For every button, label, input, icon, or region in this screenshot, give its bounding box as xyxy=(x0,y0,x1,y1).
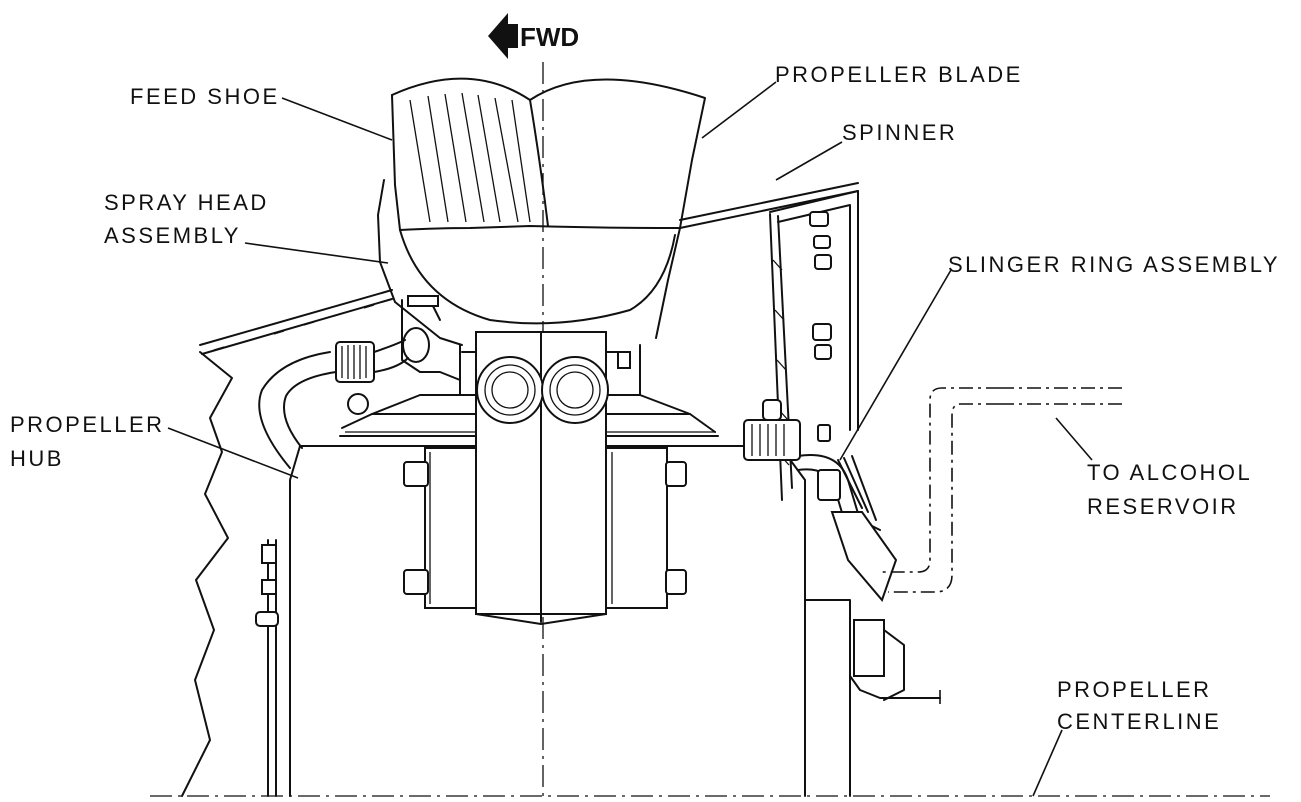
spray-head-label-2: ASSEMBLY xyxy=(104,223,241,248)
spray-head-bracket xyxy=(347,179,463,415)
slinger-ring-label: SLINGER RING ASSEMBLY xyxy=(948,252,1280,277)
spray-head-label-1: SPRAY HEAD xyxy=(104,190,269,215)
cut-break-line xyxy=(181,351,233,797)
right-spinner-skin xyxy=(679,182,859,431)
slinger-ring-assembly xyxy=(743,399,941,701)
forward-label: FWD xyxy=(520,22,579,52)
spinner-bulkhead xyxy=(769,211,832,501)
left-spinner-skin xyxy=(199,289,393,355)
alcohol-reservoir-label-1: TO ALCOHOL xyxy=(1087,460,1252,485)
spinner-label: SPINNER xyxy=(842,120,957,145)
propeller-blade xyxy=(391,77,706,339)
supply-tube xyxy=(258,339,409,469)
feed-shoe-label: FEED SHOE xyxy=(130,84,280,109)
alcohol-reservoir-label-2: RESERVOIR xyxy=(1087,494,1239,519)
forward-arrow-icon xyxy=(488,13,518,59)
propeller-hub-label-2: HUB xyxy=(10,446,64,471)
propeller-centerline-label-2: CENTERLINE xyxy=(1057,709,1221,734)
leader-lines xyxy=(167,81,1093,797)
propeller-blade-label: PROPELLER BLADE xyxy=(775,62,1023,87)
alcohol-reservoir-line xyxy=(880,387,1125,704)
clamp-assembly xyxy=(403,331,687,625)
propeller-hub-label-1: PROPELLER xyxy=(10,412,165,437)
hub-left-bracket xyxy=(255,539,279,797)
propeller-centerline-label-1: PROPELLER xyxy=(1057,677,1212,702)
